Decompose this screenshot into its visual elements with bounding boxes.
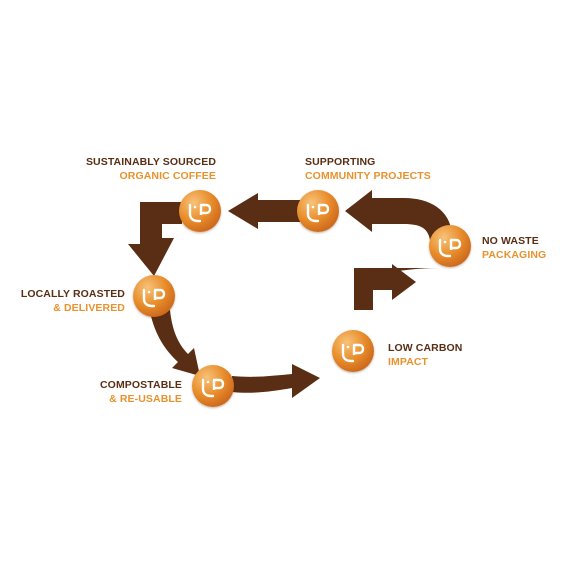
step-subtitle: & DELIVERED [53,302,125,314]
label-supporting: SUPPORTING COMMUNITY PROJECTS [305,155,431,183]
badge-supporting [297,190,339,232]
arrow-packaging-to-lowcarbon [354,264,438,310]
step-title: NO WASTE [482,235,539,247]
step-subtitle: IMPACT [388,356,429,368]
badge-roasted [133,275,175,317]
badge-sourced [179,190,221,232]
arrow-packaging-to-supporting [345,190,452,240]
label-sourced: SUSTAINABLY SOURCED ORGANIC COFFEE [86,155,216,183]
step-subtitle: PACKAGING [482,249,547,261]
arrow-compostable-to-lowcarbon [232,364,320,398]
badge-lowcarbon [332,330,374,372]
label-lowcarbon: LOW CARBON IMPACT [388,341,463,369]
label-compostable: COMPOSTABLE & RE-USABLE [100,378,182,406]
label-packaging: NO WASTE PACKAGING [482,234,546,262]
step-title: SUPPORTING [305,156,376,168]
label-roasted: LOCALLY ROASTED & DELIVERED [21,287,125,315]
arrow-roasted-to-compostable [150,310,200,376]
cup-logo-icon [341,343,365,363]
badge-packaging [429,225,471,267]
step-title: LOW CARBON [388,342,463,354]
step-subtitle: & RE-USABLE [109,393,182,405]
cup-logo-icon [201,378,225,398]
cup-logo-icon [188,203,212,223]
arrow-supporting-to-sourced [228,193,300,229]
badge-compostable [192,365,234,407]
step-subtitle: ORGANIC COFFEE [119,170,216,182]
arrow-sourced-to-roasted [128,202,182,276]
cup-logo-icon [306,203,330,223]
step-title: COMPOSTABLE [100,379,182,391]
cup-logo-icon [142,288,166,308]
step-title: SUSTAINABLY SOURCED [85,156,216,168]
step-title: LOCALLY ROASTED [20,288,125,300]
step-subtitle: COMMUNITY PROJECTS [305,170,431,182]
cup-logo-icon [438,238,462,258]
